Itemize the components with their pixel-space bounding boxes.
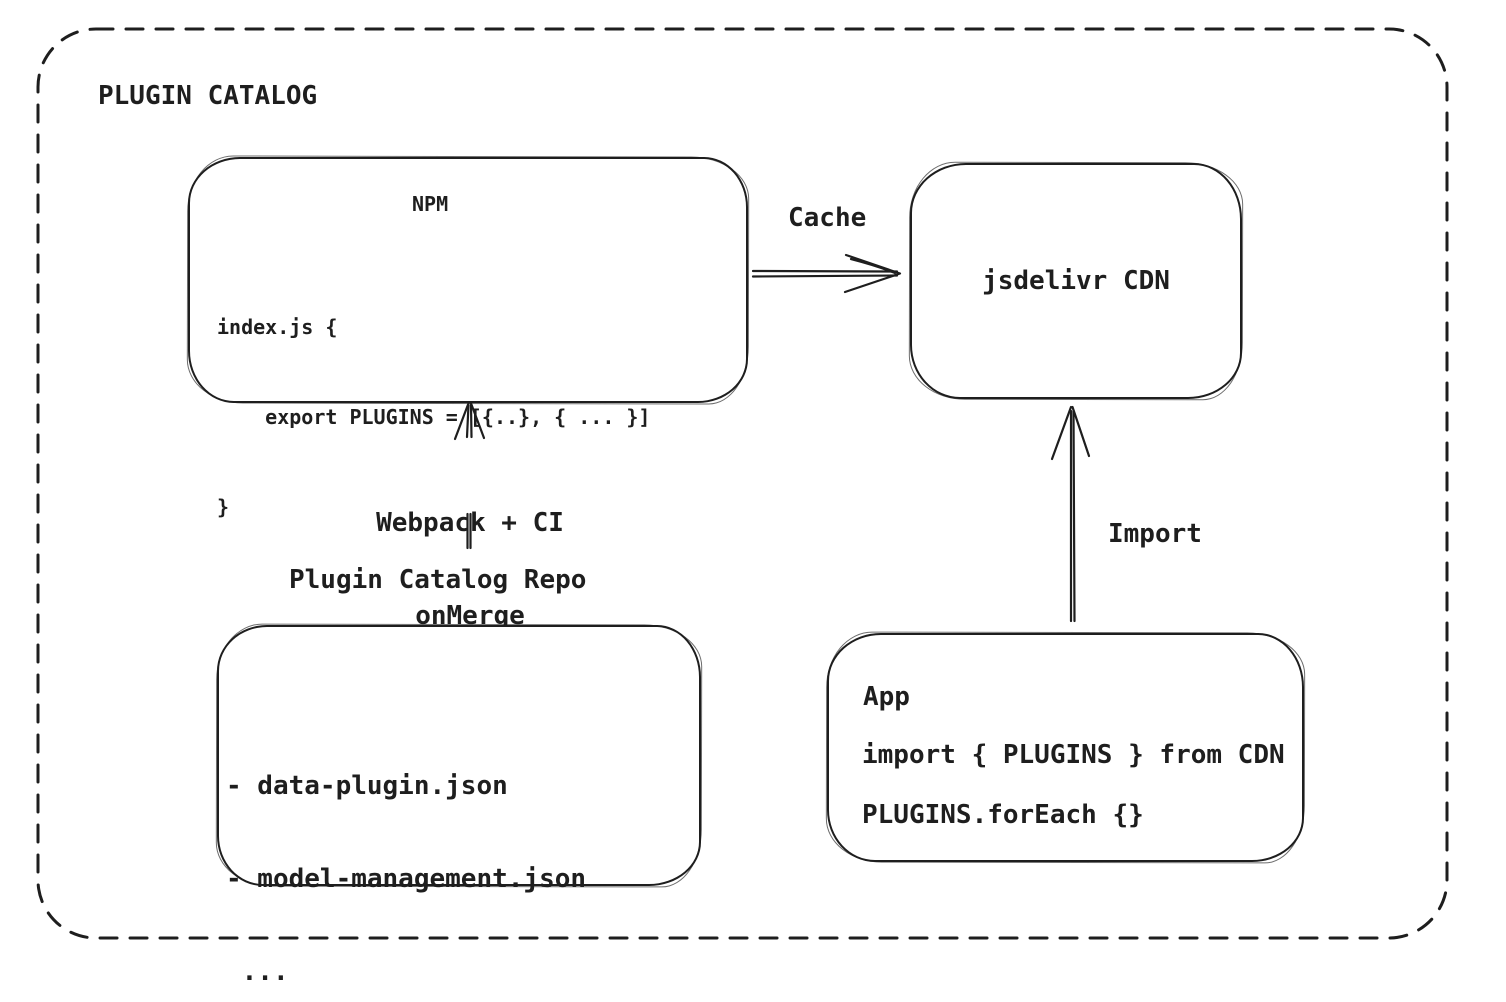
cache-arrow — [751, 253, 902, 294]
repo-items: - data-plugin.json - model-management.js… — [226, 709, 586, 1002]
npm-code: index.js { export PLUGINS = [{..}, { ...… — [217, 252, 650, 582]
build-edge-label-line: Webpack + CI — [376, 508, 564, 538]
repo-item: - model-management.json — [226, 864, 587, 894]
import-edge-label: Import — [1108, 519, 1202, 549]
repo-label: Plugin Catalog Repo — [289, 565, 587, 595]
node-app: App import { PLUGINS } from CDN PLUGINS.… — [827, 633, 1304, 862]
repo-item: - data-plugin.json — [226, 771, 508, 801]
catalog-boundary — [36, 27, 1449, 940]
import-arrow — [1050, 405, 1091, 623]
npm-code-line: export PLUGINS = [{..}, { ... }] — [217, 405, 651, 429]
node-plugin-catalog-repo: - data-plugin.json - model-management.js… — [217, 625, 701, 987]
cache-edge-label: Cache — [788, 203, 867, 233]
npm-code-line: index.js { — [217, 315, 338, 339]
node-npm: NPM index.js { export PLUGINS = [{..}, {… — [188, 157, 748, 519]
app-code-line: import { PLUGINS } from CDN — [862, 740, 1285, 770]
npm-code-line: } — [217, 495, 230, 519]
catalog-title: PLUGIN CATALOG — [98, 81, 318, 111]
repo-item: ... — [226, 957, 289, 987]
app-code-line: PLUGINS.forEach {} — [862, 800, 1144, 830]
cdn-label: jsdelivr CDN — [982, 266, 1170, 296]
node-jsdelivr-cdn: jsdelivr CDN — [910, 163, 1242, 399]
app-title: App — [863, 682, 910, 712]
npm-title: NPM — [412, 192, 449, 216]
build-arrow — [453, 400, 486, 550]
